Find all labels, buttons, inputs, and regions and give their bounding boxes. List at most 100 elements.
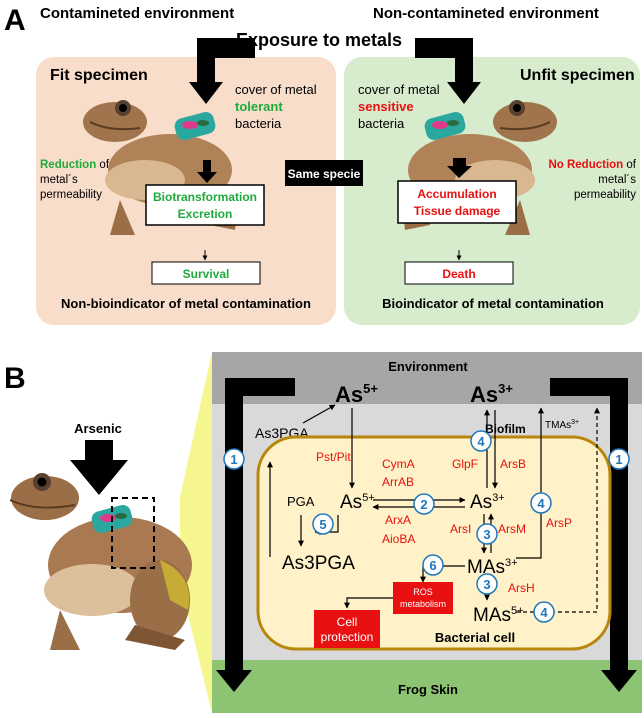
biotransformation-box	[145, 184, 265, 226]
arsenic-frog-illustration	[9, 473, 192, 650]
panel-b-letter: B	[4, 362, 26, 395]
right-sensitive: sensitive	[358, 99, 414, 114]
aioba-label: AioBA	[382, 532, 415, 546]
right-exposure-arrow	[415, 38, 481, 104]
as3pga-bottom-label: As3PGA	[282, 553, 355, 574]
step-3-lower-circle	[476, 573, 498, 595]
tmas-label: TMAs3+	[545, 419, 579, 431]
step-2-label: 2	[420, 497, 427, 512]
death-box	[404, 261, 514, 285]
step-1-right-label: 1	[615, 452, 622, 467]
environment-as3: As3+	[470, 381, 513, 407]
protection-label: protection	[321, 630, 374, 644]
env-left-label: Contamineted environment	[40, 5, 234, 22]
left-tolerant: tolerant	[235, 99, 283, 114]
glpf-label: GlpF	[452, 457, 478, 471]
biofilm-label: Biofilm	[485, 422, 526, 436]
bioindicator-label: Bioindicator of metal contamination	[382, 296, 604, 311]
biotransformation-label: Biotransformation	[153, 190, 257, 204]
step-4-top-circle	[470, 430, 492, 452]
env-right-label: Non-contamineted environment	[373, 5, 599, 22]
step-2-circle	[413, 493, 435, 515]
same-specie-box	[285, 160, 363, 186]
accumulation-box	[397, 180, 517, 224]
survival-label: Survival	[183, 267, 230, 281]
tissue-damage-label: Tissue damage	[414, 204, 501, 218]
cell-as3: As3+	[470, 492, 505, 513]
step-1-right-circle	[608, 448, 630, 470]
ros-metabolism-label: metabolism	[400, 599, 446, 609]
step-4-right-label: 4	[537, 496, 545, 511]
survival-box	[151, 261, 261, 285]
exposure-title: Exposure to metals	[236, 30, 402, 50]
arsi-label: ArsI	[450, 522, 471, 536]
cell-label: Cell	[337, 615, 358, 629]
pga-label: PGA	[287, 494, 315, 509]
step-3-upper-circle	[476, 523, 498, 545]
non-bioindicator-label: Non-bioindicator of metal contamination	[61, 296, 311, 311]
zoom-wedge	[180, 352, 212, 713]
as3pga-export-arrow	[302, 404, 336, 424]
left-cover-line1: cover of metal	[235, 82, 317, 97]
ros-label: ROS	[413, 587, 433, 597]
arsb-label: ArsB	[500, 457, 526, 471]
environment-label: Environment	[388, 359, 468, 374]
accumulation-label: Accumulation	[417, 187, 496, 201]
arsh-label: ArsH	[508, 581, 535, 595]
step-5-label: 5	[319, 517, 326, 532]
fit-specimen-title: Fit specimen	[50, 67, 148, 84]
pst-pit-label: Pst/Pit	[316, 450, 351, 464]
right-cover-line3: bacteria	[358, 116, 405, 131]
left-process-arrow	[197, 160, 217, 183]
step-6-label: 6	[429, 558, 436, 573]
cell-as5: As5+	[340, 492, 375, 513]
step-4-top-label: 4	[477, 434, 485, 449]
arxa-label: ArxA	[385, 513, 411, 527]
arsenic-arrow	[70, 440, 128, 495]
same-specie-label: Same specie	[288, 167, 361, 181]
right-process-arrow	[447, 158, 472, 178]
left-permeability-line3: permeability	[40, 189, 102, 201]
death-label: Death	[442, 267, 475, 281]
step-1-left-circle	[223, 448, 245, 470]
mas5-efflux-dashed-arrow	[516, 407, 600, 613]
step-1-left-label: 1	[230, 452, 237, 467]
right-cover-line1: cover of metal	[358, 82, 440, 97]
left-permeability-line1: Reduction of	[40, 159, 110, 171]
unfit-specimen-title: Unfit specimen	[520, 67, 635, 84]
arsenic-label: Arsenic	[74, 421, 122, 436]
arrab-label: ArrAB	[382, 475, 414, 489]
step-4-bottom-label: 4	[540, 605, 548, 620]
mas3-efflux-arrow	[516, 407, 544, 559]
step-4-bottom-circle	[533, 601, 555, 623]
environment-as5: As5+	[335, 381, 378, 407]
left-cover-line3: bacteria	[235, 116, 282, 131]
right-permeability-line3: permeability	[574, 189, 636, 201]
step-3-lower-label: 3	[483, 577, 490, 592]
bacterial-cell-label: Bacterial cell	[435, 630, 515, 645]
arsm-label: ArsM	[498, 522, 526, 536]
left-permeability-line2: metal´s	[40, 174, 78, 186]
zoom-region-box	[111, 497, 155, 569]
right-permeability-line1: No Reduction of	[548, 159, 636, 171]
step-5-circle	[312, 513, 334, 535]
bacterial-cell	[256, 435, 612, 651]
step-6-circle	[422, 554, 444, 576]
step-4-right-circle	[530, 492, 552, 514]
ros-metabolism-box	[393, 582, 453, 614]
mas5-label: MAs5+	[473, 605, 524, 626]
frog-skin-band	[212, 660, 642, 713]
left-exposure-arrow	[189, 38, 255, 104]
cyma-label: CymA	[382, 457, 415, 471]
ros-to-cell-protection-arrow	[344, 597, 393, 609]
panel-a-letter: A	[4, 4, 26, 37]
excretion-label: Excretion	[178, 207, 233, 221]
cell-protection-box	[314, 610, 380, 648]
step-3-upper-label: 3	[483, 527, 490, 542]
mas3-label: MAs3+	[467, 557, 518, 578]
frog-skin-label: Frog Skin	[398, 682, 458, 697]
right-permeability-line2: metal´s	[598, 174, 636, 186]
arsp-label: ArsP	[546, 516, 572, 530]
